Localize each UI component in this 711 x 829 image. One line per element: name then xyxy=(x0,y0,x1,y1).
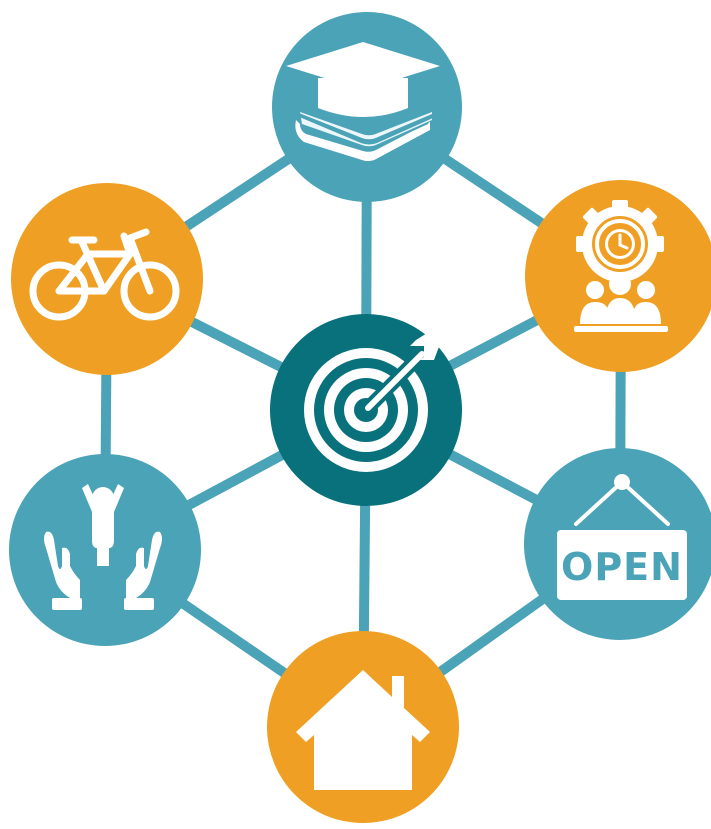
node-teamwork xyxy=(525,180,711,372)
graduation-cap-on-book-icon xyxy=(286,42,440,162)
bicycle-icon xyxy=(29,228,180,321)
node-bicycle xyxy=(11,183,203,375)
gear-clock-people-icon xyxy=(574,200,668,332)
target-arrow-icon xyxy=(304,330,440,472)
node-target xyxy=(270,314,462,506)
house-icon xyxy=(296,670,430,790)
node-housing xyxy=(267,631,459,823)
hands-holding-child-icon xyxy=(44,484,162,610)
node-business: OPEN xyxy=(524,448,711,640)
node-childcare xyxy=(9,454,201,646)
open-sign-icon: OPEN xyxy=(557,474,687,600)
open-sign-text: OPEN xyxy=(561,545,683,589)
node-education xyxy=(272,12,462,202)
